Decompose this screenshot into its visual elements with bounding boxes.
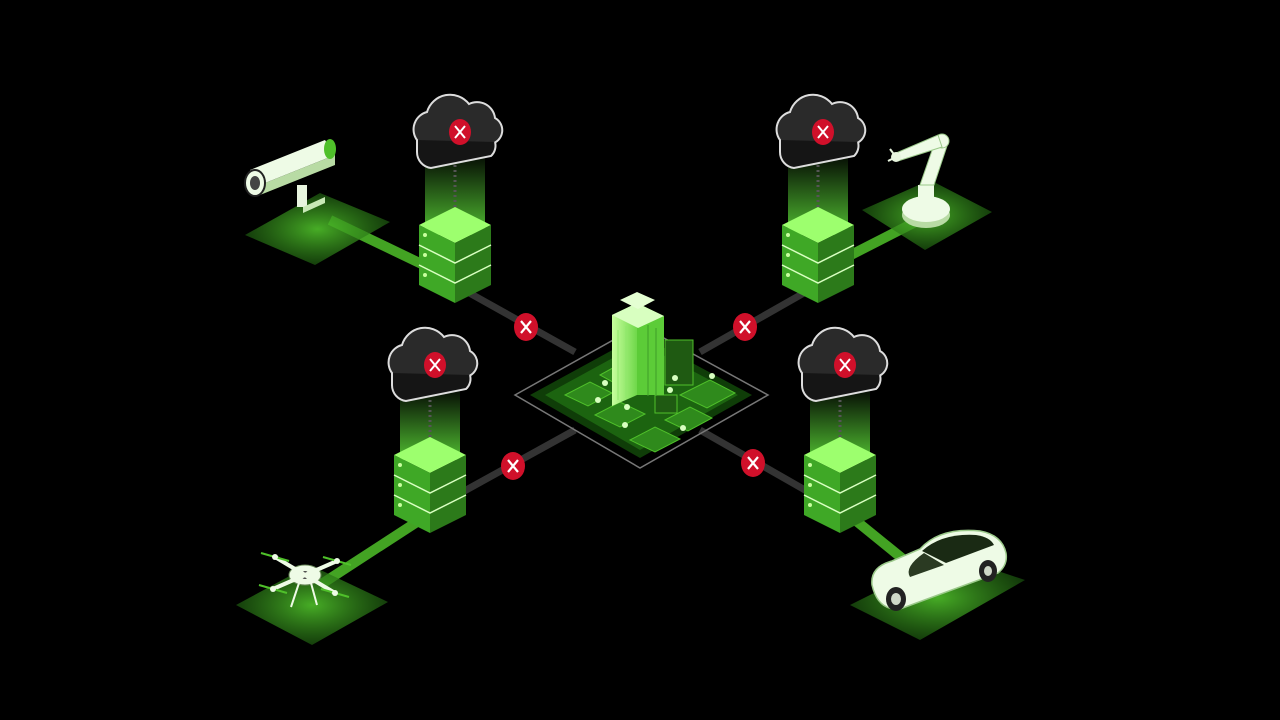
link-hub-camera (453, 281, 577, 356)
pad-drone (236, 565, 388, 645)
blocked-x-icon (424, 352, 446, 378)
blocked-x-icon (812, 119, 834, 145)
edge-server-icon (781, 207, 855, 303)
node-drone (258, 326, 479, 608)
car-icon (871, 529, 1008, 611)
node-camera (244, 93, 504, 303)
drone-icon (258, 552, 352, 608)
cloud-icon (797, 326, 889, 403)
pad-camera (245, 193, 390, 265)
security-camera-icon (244, 139, 336, 213)
cloud-icon (775, 93, 867, 170)
node-car (797, 326, 1008, 611)
edge-server-icon (393, 437, 467, 533)
blocked-x-icon (834, 352, 856, 378)
city-hub-icon (612, 292, 664, 406)
city-hub (513, 292, 770, 469)
blocked-x-icon (733, 313, 757, 341)
blocked-x-icon (514, 313, 538, 341)
hub-outline (513, 324, 770, 469)
link-hub-robot (698, 281, 820, 356)
blocked-x-icon (501, 452, 525, 480)
link-drone-server (317, 515, 423, 590)
hub-lights (595, 373, 715, 431)
blocked-x-icon (741, 449, 765, 477)
cloud-icon (387, 326, 479, 403)
cloud-icon (412, 93, 504, 170)
link-blockers (501, 313, 765, 480)
edge-server-icon (803, 437, 877, 533)
robotic-arm-icon (887, 133, 950, 228)
blocked-x-icon (449, 119, 471, 145)
edge-server-icon (418, 207, 492, 303)
node-robot (775, 93, 950, 303)
